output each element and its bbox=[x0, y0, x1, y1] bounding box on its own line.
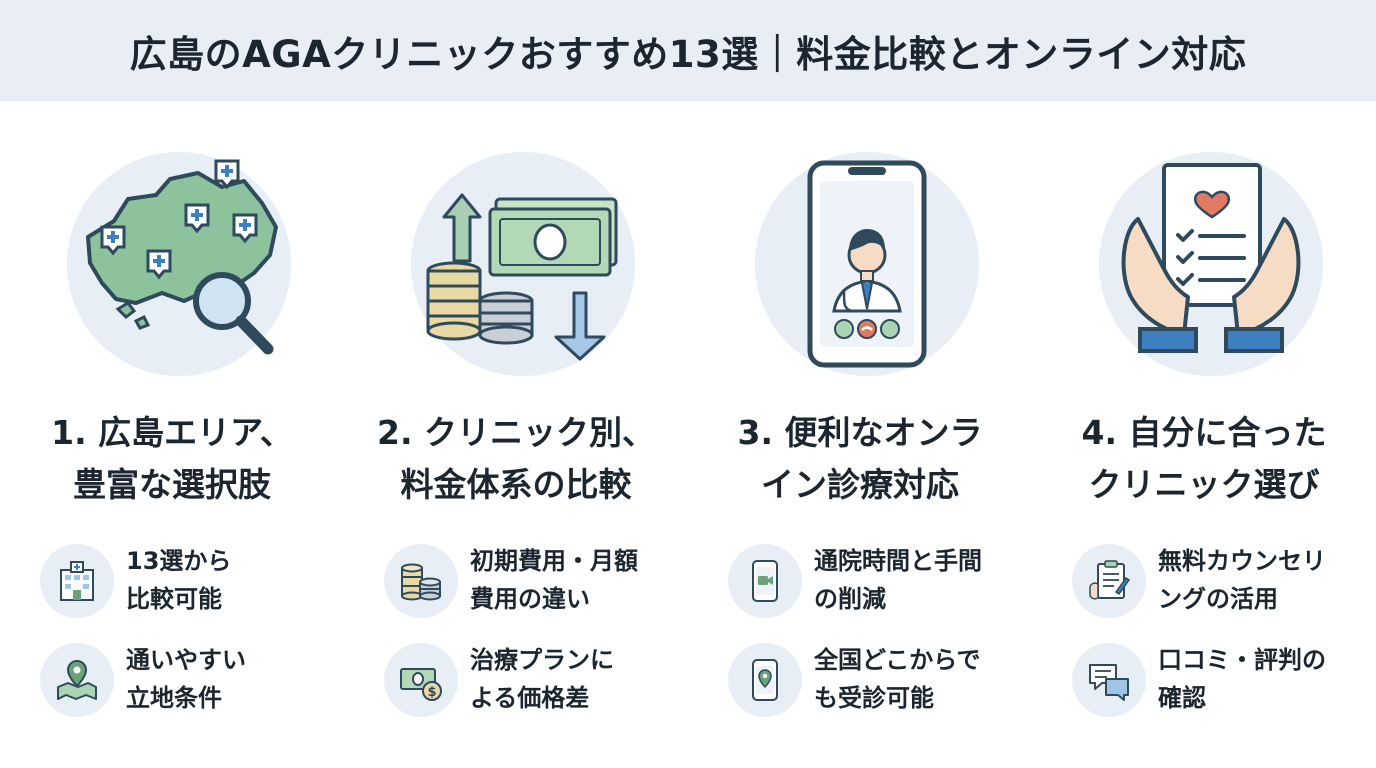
title-banner: 広島のAGAクリニックおすすめ13選｜料金比較とオンライン対応 bbox=[0, 0, 1376, 101]
map-location-pin-icon bbox=[40, 643, 114, 717]
section-online-care: 3. 便利なオンラ イン診療対応 通院時間と手間 の削減 全国どこからで も受診… bbox=[688, 101, 1032, 768]
svg-text:$: $ bbox=[427, 685, 436, 700]
hands-checklist-icon bbox=[1098, 151, 1324, 377]
section-area-choice: 1. 広島エリア、 豊富な選択肢 13選から 比較可能 通いやすい 立地条件 bbox=[0, 101, 344, 768]
feature-text: 初期費用・月額 費用の違い bbox=[470, 547, 638, 613]
feature-item: 通いやすい 立地条件 bbox=[40, 641, 340, 719]
clipboard-consultation-icon bbox=[1072, 544, 1146, 618]
smartphone-video-camera-icon bbox=[728, 544, 802, 618]
hospital-building-icon bbox=[40, 544, 114, 618]
section-find-your-clinic: 4. 自分に合った クリニック選び 無料カウンセリ ングの活用 口コミ・評判の … bbox=[1032, 101, 1376, 768]
video-call-doctor-icon bbox=[754, 151, 980, 377]
page-title: 広島のAGAクリニックおすすめ13選｜料金比較とオンライン対応 bbox=[129, 33, 1247, 76]
hiroshima-map-icon bbox=[66, 151, 292, 377]
feature-item: 全国どこからで も受診可能 bbox=[728, 641, 1028, 719]
feature-text: 13選から 比較可能 bbox=[126, 547, 232, 613]
section-price-comparison: 2. クリニック別、 料金体系の比較 初期費用・月額 費用の違い $ 治療プラン… bbox=[344, 101, 688, 768]
feature-text: 通院時間と手間 の削減 bbox=[814, 547, 982, 613]
section-title: 1. 広島エリア、 豊富な選択肢 bbox=[51, 413, 293, 504]
feature-text: 通いやすい 立地条件 bbox=[126, 646, 246, 712]
feature-text: 口コミ・評判の 確認 bbox=[1158, 646, 1326, 712]
section-title: 3. 便利なオンラ イン診療対応 bbox=[737, 413, 983, 504]
feature-item: 初期費用・月額 費用の違い bbox=[384, 542, 684, 620]
smartphone-location-pin-icon bbox=[728, 643, 802, 717]
section-title: 2. クリニック別、 料金体系の比較 bbox=[377, 413, 655, 504]
coin-stacks-icon bbox=[384, 544, 458, 618]
money-icon bbox=[410, 151, 636, 377]
feature-text: 全国どこからで も受診可能 bbox=[814, 646, 981, 712]
feature-item: 13選から 比較可能 bbox=[40, 542, 340, 620]
section-title: 4. 自分に合った クリニック選び bbox=[1081, 413, 1327, 504]
feature-item: 通院時間と手間 の削減 bbox=[728, 542, 1028, 620]
feature-item: 口コミ・評判の 確認 bbox=[1072, 641, 1372, 719]
feature-text: 無料カウンセリ ングの活用 bbox=[1158, 547, 1326, 613]
feature-item: $ 治療プランに よる価格差 bbox=[384, 641, 684, 719]
feature-item: 無料カウンセリ ングの活用 bbox=[1072, 542, 1372, 620]
feature-text: 治療プランに よる価格差 bbox=[470, 646, 614, 712]
banknote-with-dollar-coin-icon: $ bbox=[384, 643, 458, 717]
speech-bubbles-reviews-icon bbox=[1072, 643, 1146, 717]
